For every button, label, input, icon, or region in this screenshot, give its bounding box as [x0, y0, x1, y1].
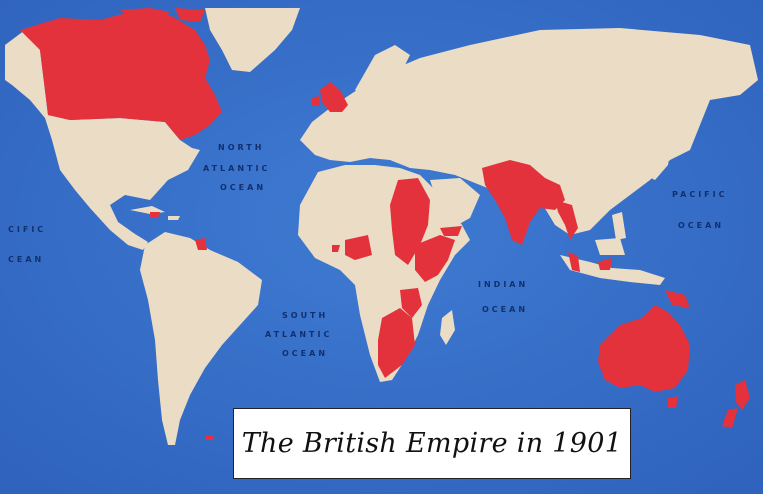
- territory-falklands: [205, 435, 214, 440]
- scandinavia: [355, 45, 410, 100]
- label-north-atlantic-2: ATLANTIC: [203, 164, 270, 173]
- indonesia: [560, 238, 665, 285]
- philippines: [612, 212, 626, 240]
- territory-canada-islands: [120, 8, 205, 22]
- north-america-land: [5, 30, 200, 250]
- label-pacific-east-2: OCEAN: [678, 221, 724, 230]
- label-indian-2: OCEAN: [482, 305, 528, 314]
- label-pacific-east-1: PACIFIC: [672, 190, 727, 199]
- caption-box: The British Empire in 1901: [233, 408, 631, 479]
- territory-new-zealand: [722, 380, 750, 428]
- territory-british-isles: [312, 82, 348, 112]
- label-south-atlantic-1: SOUTH: [282, 311, 328, 320]
- territory-east-africa: [415, 235, 455, 282]
- british-empire-territories: [20, 8, 750, 440]
- madagascar: [440, 310, 455, 345]
- label-south-atlantic-2: ATLANTIC: [265, 330, 332, 339]
- territory-borneo: [598, 258, 612, 270]
- map-caption: The British Empire in 1901: [241, 428, 623, 459]
- territory-canada: [20, 12, 222, 140]
- territory-west-africa: [332, 235, 372, 260]
- territory-south-africa: [378, 308, 415, 378]
- territory-caribbean: [150, 212, 207, 250]
- label-north-atlantic-1: NORTH: [218, 143, 264, 152]
- territory-somaliland: [440, 226, 462, 236]
- label-pacific-west-2: CEAN: [8, 255, 44, 264]
- territory-australia: [598, 305, 690, 392]
- territory-burma: [555, 200, 578, 240]
- territory-india: [482, 160, 565, 245]
- eurasia-land: [300, 28, 758, 235]
- territory-malaya: [568, 252, 580, 272]
- japan: [645, 130, 672, 180]
- arabia: [430, 178, 480, 228]
- greenland: [205, 8, 300, 72]
- label-pacific-west-1: CIFIC: [8, 225, 46, 234]
- territory-tasmania: [668, 396, 678, 408]
- label-indian-1: INDIAN: [478, 280, 528, 289]
- label-south-atlantic-3: OCEAN: [282, 349, 328, 358]
- south-america-land: [140, 232, 262, 445]
- territory-new-guinea: [665, 290, 690, 308]
- label-north-atlantic-3: OCEAN: [220, 183, 266, 192]
- territory-rhodesia: [400, 288, 422, 318]
